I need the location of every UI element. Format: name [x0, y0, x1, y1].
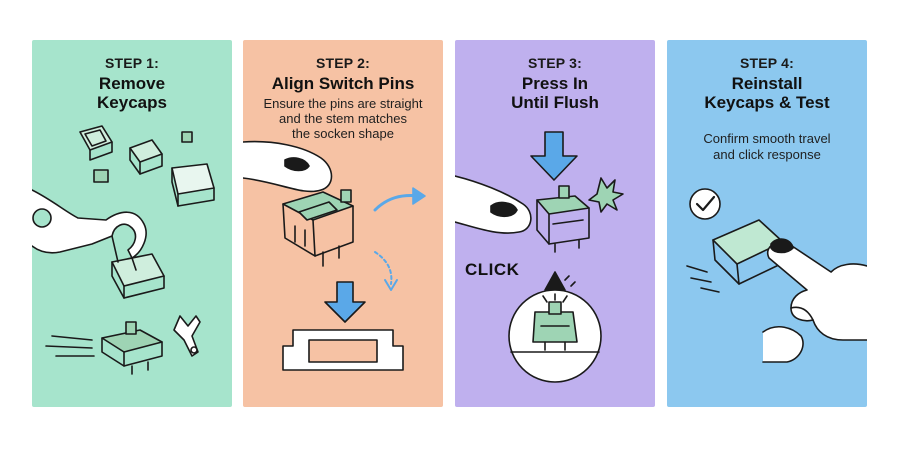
switch-icon: [282, 189, 354, 267]
keycap-icon: [171, 163, 215, 207]
step-4-title-line-2: Keycaps & Test: [704, 93, 830, 112]
click-callout: CLICK: [465, 260, 520, 279]
step-3-title-line-2: Until Flush: [511, 93, 599, 112]
finger-icon: [455, 175, 532, 234]
keycap-icon: [129, 139, 163, 175]
step-1-number: STEP 1:: [104, 55, 160, 71]
step-2-panel: STEP 2: Align Switch Pins Ensure the pin…: [243, 40, 443, 407]
keycap-icon: [111, 253, 165, 299]
step-1-panel: STEP 1: Remove Keycaps: [32, 40, 232, 407]
checkmark-icon: [689, 188, 721, 220]
keycap-icon: [686, 219, 786, 293]
step-2-title: Align Switch Pins: [271, 74, 415, 93]
switch-icon: [93, 131, 193, 183]
hand-icon: [762, 238, 867, 363]
finger-icon: [243, 140, 333, 193]
step-2-number: STEP 2:: [315, 55, 371, 71]
keycap-puller-icon: [32, 189, 147, 271]
step-1-illustration: [32, 125, 215, 375]
step-3-panel: STEP 3: Press In Until Flush: [455, 40, 655, 407]
socket-icon: [282, 329, 404, 371]
rotate-arrow-icon: [373, 187, 426, 291]
step-2-desc-line-1: Ensure the pins are straight: [263, 96, 423, 111]
keycap-icon: [79, 125, 113, 161]
step-4-number: STEP 4:: [739, 55, 795, 71]
step-2-desc-line-3: the socken shape: [292, 126, 394, 141]
step-3-title-line-1: Press In: [521, 74, 589, 93]
step-2-desc-line-2: and the stem matches: [279, 111, 407, 126]
step-4-illustration: [686, 188, 867, 363]
step-4-desc-line-1: Confirm smooth travel: [703, 131, 831, 146]
step-4-desc-line-2: and click response: [713, 147, 821, 162]
magnifier-icon: [508, 271, 602, 383]
switch-opener-icon: [173, 315, 201, 357]
step-3-illustration: [455, 131, 624, 383]
step-4-panel: STEP 4: Reinstall Keycaps & Test Confirm…: [667, 40, 867, 407]
step-4-title-line-1: Reinstall: [731, 74, 803, 93]
step-3-number: STEP 3:: [527, 55, 583, 71]
switch-icon: [45, 321, 163, 375]
burst-icon: [588, 177, 624, 213]
step-1-title-line-1: Remove: [98, 74, 166, 93]
switch-icon: [536, 185, 590, 253]
step-1-title-line-2: Keycaps: [97, 93, 167, 112]
down-arrow-icon: [530, 131, 578, 181]
down-arrow-icon: [324, 281, 366, 323]
step-2-illustration: [243, 140, 426, 371]
